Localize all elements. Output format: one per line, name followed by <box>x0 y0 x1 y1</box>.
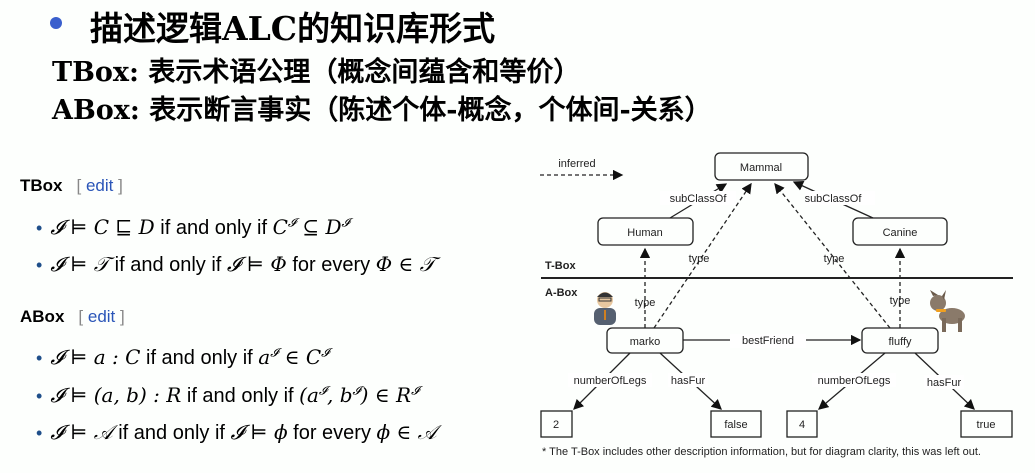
value-false <box>710 410 762 438</box>
formula: Φ ∈ 𝒯 <box>375 252 435 276</box>
formula: ∈ C <box>278 345 322 369</box>
formula: 𝓘 ⊨ a : C <box>50 345 141 369</box>
abox-rule-2: •𝓘 ⊨ (a, b) : R if and only if (a𝓘, b𝓘) … <box>36 383 420 407</box>
text: if and only if <box>181 385 300 407</box>
superscript: 𝓘 <box>321 345 330 360</box>
abox-rule-3: •𝓘 ⊨ 𝒜 if and only if 𝓘 ⊨ ϕ for every ϕ … <box>36 420 437 444</box>
superscript: 𝓘 <box>411 383 420 398</box>
superscript: 𝓘 <box>341 215 350 230</box>
human-node <box>597 217 694 246</box>
text: for every <box>287 422 377 444</box>
abox-rule-1: •𝓘 ⊨ a : C if and only if a𝓘 ∈ C𝓘 <box>36 345 330 369</box>
fluffy-label: fluffy <box>888 336 912 348</box>
abox-heading-text: ABox <box>20 307 65 326</box>
tbox-heading-text: TBox <box>20 176 63 195</box>
marko-label: marko <box>630 336 661 348</box>
footnote: * The T-Box includes other description i… <box>542 446 981 458</box>
edge-label: type <box>689 253 710 265</box>
formula: 𝓘 ⊨ (a, b) : R <box>50 383 182 407</box>
abox-section-label: A-Box <box>545 287 578 299</box>
mammal-label: Mammal <box>740 162 782 174</box>
legend-label: inferred <box>558 158 595 170</box>
edge-label: hasFur <box>927 377 962 389</box>
text: if and only if <box>109 254 227 276</box>
edge-label: type <box>635 297 656 309</box>
superscript: 𝓘 <box>287 215 297 230</box>
tbox-rule-2: •𝓘 ⊨ 𝒯 if and only if 𝓘 ⊨ Φ for every Φ … <box>36 252 435 276</box>
human-label: Human <box>627 227 662 239</box>
formula: 𝓘 ⊨ ϕ <box>230 420 288 444</box>
tbox-section-label: T-Box <box>545 260 576 272</box>
edge-label: type <box>824 253 845 265</box>
edge-label: hasFur <box>671 375 706 387</box>
superscript: 𝓘 <box>352 383 361 398</box>
formula: ϕ ∈ 𝒜 <box>376 420 437 444</box>
canine-label: Canine <box>883 227 918 239</box>
value-2 <box>540 410 573 438</box>
formula: ⊆ D <box>296 215 342 239</box>
value-label: 2 <box>553 419 559 431</box>
value-label: true <box>977 419 996 431</box>
text: if and only if <box>154 217 273 239</box>
abox-description: ABox: 表示断言事实（陈述个体-概念，个体间-关系） <box>52 95 712 126</box>
text: if and only if <box>112 422 231 444</box>
superscript: 𝓘 <box>318 383 328 398</box>
edge-label: subClassOf <box>805 193 863 205</box>
text: for every <box>286 254 376 276</box>
value-4 <box>786 410 818 438</box>
edge-label: subClassOf <box>670 193 728 205</box>
dog-icon <box>930 290 965 332</box>
canine-node <box>852 217 948 246</box>
person-icon <box>594 292 616 325</box>
edge-label: numberOfLegs <box>818 375 891 387</box>
fluffy-type-mammal-edge <box>774 182 891 329</box>
value-label: 4 <box>799 419 805 431</box>
formula: 𝓘 ⊨ Φ <box>226 252 287 276</box>
edge-label: bestFriend <box>742 335 794 347</box>
abox-edit-link[interactable]: edit <box>87 307 116 326</box>
tbox-rule-1: •𝓘 ⊨ C ⊑ D if and only if C𝓘 ⊆ D𝓘 <box>36 215 350 239</box>
formula: (a <box>299 383 319 407</box>
slide-title: 描述逻辑ALC的知识库形式 <box>90 9 496 48</box>
edge-label: type <box>890 295 911 307</box>
formula: C <box>272 215 288 239</box>
formula: 𝓘 ⊨ 𝒯 <box>50 252 110 276</box>
edge-label: numberOfLegs <box>574 375 647 387</box>
value-true <box>960 410 1013 438</box>
value-label: false <box>724 419 747 431</box>
mammal-node <box>714 152 809 181</box>
superscript: 𝓘 <box>270 345 279 360</box>
text: if and only if <box>140 347 259 369</box>
bullet-icon <box>50 17 62 29</box>
tbox-edit-link[interactable]: edit <box>85 176 114 195</box>
formula: 𝓘 ⊨ 𝒜 <box>50 420 113 444</box>
formula: , b <box>327 383 353 407</box>
tbox-description: TBox: 表示术语公理（概念间蕴含和等价） <box>52 57 581 88</box>
marko-type-mammal-edge <box>653 182 752 329</box>
tbox-heading: TBox[ edit ] <box>20 176 123 195</box>
formula: ) ∈ R <box>360 383 412 407</box>
abox-heading: ABox[ edit ] <box>20 307 125 326</box>
formula: a <box>258 345 271 369</box>
formula: 𝓘 ⊨ C ⊑ D <box>50 215 155 239</box>
